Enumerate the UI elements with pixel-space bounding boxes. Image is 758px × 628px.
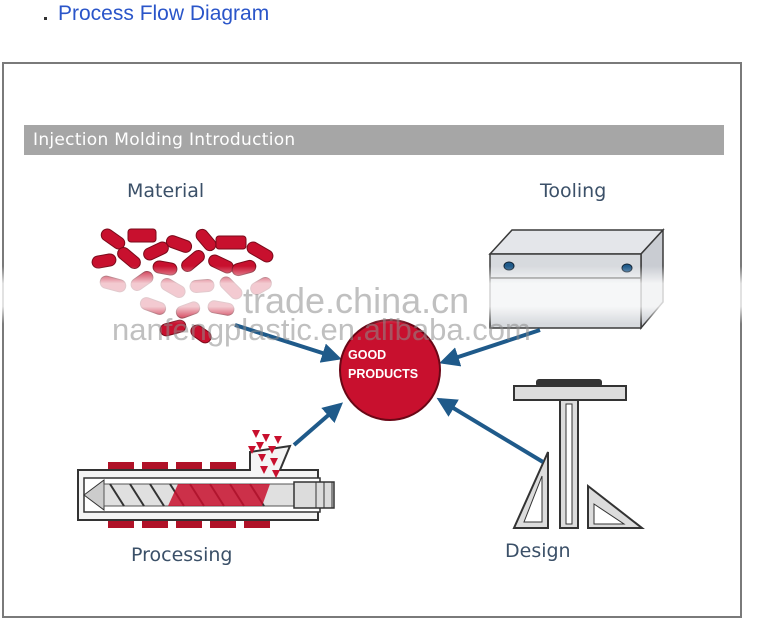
arrow-processing-to-center [292, 402, 344, 447]
drafting-tools-icon [512, 379, 645, 529]
center-label-line1: GOOD [348, 348, 386, 362]
good-products-circle: GOOD PRODUCTS [339, 319, 441, 421]
watermark-line2: nanfengplastic.en.alibaba.com [112, 312, 531, 347]
processing-label: Processing [131, 544, 233, 566]
center-label-line2: PRODUCTS [348, 367, 418, 381]
watermark-line1: trade.china.cn [243, 280, 470, 321]
diagram-title-bar: Injection Molding Introduction [24, 125, 724, 155]
arrow-design-to-center [436, 397, 545, 464]
bullet-icon [44, 16, 47, 20]
injection-screw-barrel-icon [77, 430, 335, 528]
diagram-title: Injection Molding Introduction [33, 130, 296, 150]
process-flow-link-row: Process Flow Diagram [44, 2, 269, 26]
arrow-material-to-center [234, 323, 342, 363]
design-label: Design [505, 540, 571, 562]
tooling-label: Tooling [540, 180, 607, 202]
material-label: Material [127, 180, 205, 202]
watermark-haze [0, 266, 758, 324]
flow-arrows [234, 323, 545, 464]
arrow-tooling-to-center [439, 328, 541, 367]
process-flow-diagram-link[interactable]: Process Flow Diagram [58, 2, 270, 25]
